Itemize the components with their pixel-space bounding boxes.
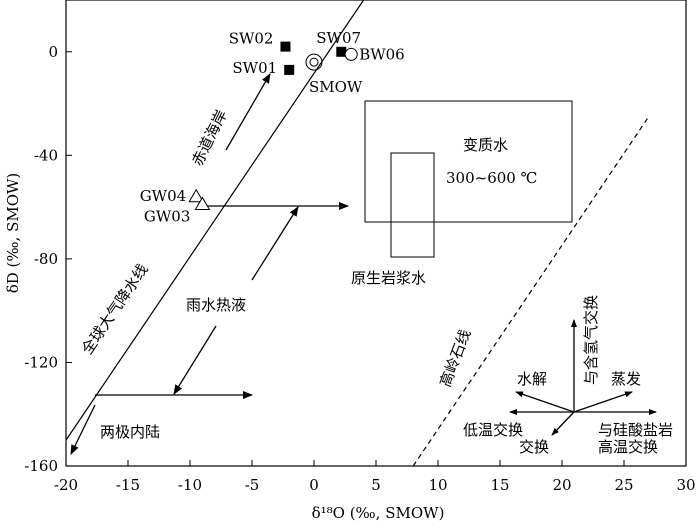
point-smow-inner [309, 57, 319, 67]
rain-hydrothermal-label: 雨水热液 [186, 296, 246, 314]
x-tick-label: -5 [245, 476, 260, 494]
x-tick-label: 10 [428, 476, 447, 494]
magmatic-water-label: 原生岩浆水 [351, 269, 426, 287]
kaolinite-line-label: 高岭石线 [436, 327, 474, 389]
global-meteoric-water-line [66, 0, 365, 441]
point-gw04 [188, 188, 205, 203]
point-label-sw02: SW02 [229, 30, 274, 48]
magmatic-water-box [390, 152, 435, 258]
point-sw07 [336, 46, 347, 57]
kaolinite-line [412, 116, 650, 466]
plot-frame [65, 0, 687, 467]
rain-up-arrow [251, 206, 299, 281]
x-tick-label: 0 [309, 476, 319, 494]
y-tick-label: -80 [34, 250, 58, 268]
exchange-diagram: 与含氢气交换 水解 蒸发 低温交换 交换 与硅酸盐岩 高温交换 [463, 295, 673, 456]
x-tick-label: 25 [614, 476, 633, 494]
x-tick-label: -10 [178, 476, 202, 494]
x-tick-label: 15 [490, 476, 509, 494]
y-tick-label: -40 [34, 146, 58, 164]
y-tick-label: -120 [24, 353, 58, 371]
point-label-sw07: SW07 [316, 29, 361, 47]
x-tick-label: 30 [676, 476, 695, 494]
axis-ticks: -20 -15 -10 -5 0 5 10 15 20 25 30 0 -40 -80 -120 -160 [24, 43, 695, 494]
point-sw01 [284, 64, 295, 75]
hydrolysis-arrow [515, 391, 575, 413]
point-label-gw03: GW03 [144, 208, 191, 226]
point-label-smow: SMOW [309, 78, 363, 96]
reference-lines [66, 0, 650, 466]
point-smow [305, 53, 323, 71]
two-poles-arrow [70, 404, 96, 455]
low-temp-exchange-label: 低温交换 [463, 421, 523, 439]
hydrolysis-label: 水解 [517, 370, 547, 388]
point-label-gw04: GW04 [140, 187, 187, 205]
evaporation-arrow [573, 391, 633, 413]
rain-down-arrow [173, 325, 217, 395]
x-tick-label: -15 [116, 476, 140, 494]
evaporation-label: 蒸发 [611, 370, 641, 388]
point-sw02 [280, 41, 291, 52]
x-tick-label: 5 [371, 476, 381, 494]
regions [364, 100, 573, 258]
silicate-label-1: 与硅酸盐岩 [598, 421, 673, 439]
point-label-sw01: SW01 [232, 59, 277, 77]
two-poles-inland-label: 两极内陆 [100, 423, 160, 441]
point-label-bw06: BW06 [359, 45, 405, 63]
point-bw06 [344, 47, 358, 61]
equator-coast-label: 赤道海岸 [188, 107, 230, 169]
x-tick-label: -20 [54, 476, 78, 494]
x-tick-label: 20 [552, 476, 571, 494]
global-meteoric-line-label: 全球大气降水线 [78, 261, 152, 358]
equator-coast-arrow [225, 73, 271, 151]
point-gw03 [194, 196, 211, 211]
silicate-label-2: 高温交换 [598, 438, 658, 456]
process-arrows [70, 73, 349, 455]
exchange-label: 交换 [519, 438, 549, 456]
y-tick-label: 0 [48, 43, 58, 61]
x-axis-title: δ¹⁸O (‰, SMOW) [312, 504, 445, 522]
metamorphic-water-box [364, 100, 573, 223]
hydrogen-exchange-label: 与含氢气交换 [582, 295, 600, 385]
exchange-arrow [551, 411, 575, 436]
y-tick-label: -160 [24, 457, 58, 475]
y-axis-title: δD (‰, SMOW) [4, 173, 22, 294]
metamorphic-water-label: 变质水 [463, 136, 508, 154]
metamorphic-water-temp: 300~600 ℃ [446, 169, 537, 187]
